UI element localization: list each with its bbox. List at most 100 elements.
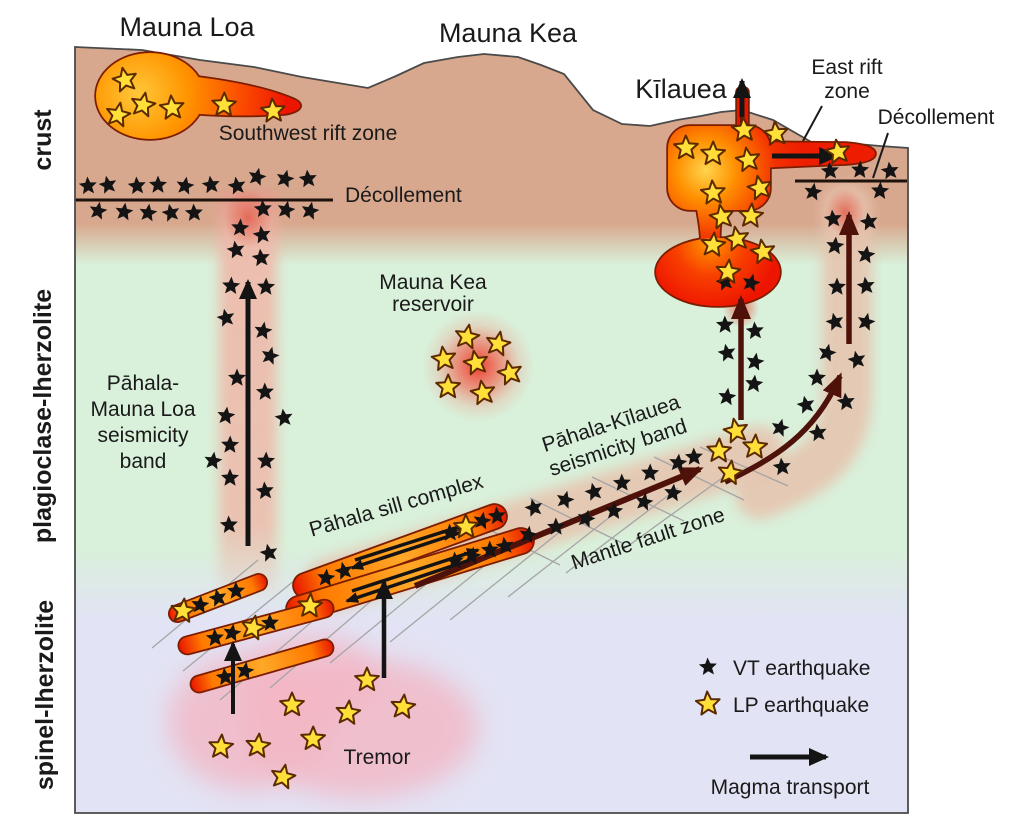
vt-earthquake-star: [276, 169, 295, 188]
mantle-fault-hatch-line: [623, 467, 737, 550]
vt-earthquake-star: [715, 272, 734, 291]
lp-earthquake-star: [722, 417, 748, 444]
vt-earthquake-star: [851, 160, 870, 178]
east-rift-pointer-line: [802, 105, 823, 142]
lp-earthquake-star: [699, 179, 726, 205]
legend-vt-earthquake-label: VT earthquake: [733, 657, 870, 680]
lp-earthquake-star: [715, 258, 742, 284]
lp-earthquake-star: [453, 513, 479, 539]
lp-earthquake-star: [279, 691, 305, 717]
vt-earthquake-star: [98, 175, 117, 194]
magma-transport-arrow: [723, 372, 843, 485]
mantle-fault-hatch-line: [507, 508, 621, 598]
vt-earthquake-star: [257, 277, 276, 295]
vt-earthquake-star: [298, 169, 317, 188]
vt-earthquake-star: [127, 176, 146, 195]
mantle-fault-hatch-line: [449, 529, 563, 621]
vt-earthquake-star: [742, 273, 761, 292]
vt-earthquake-star: [480, 540, 499, 558]
vt-earthquake-star: [746, 352, 765, 371]
vt-earthquake-star: [89, 201, 108, 220]
vt-earthquake-star: [221, 468, 239, 486]
lp-earthquake-star: [245, 732, 272, 758]
vt-earthquake-star: [115, 202, 134, 221]
vt-earthquake-star: [612, 473, 631, 491]
vt-earthquake-star: [717, 343, 736, 362]
vt-earthquake-star: [698, 657, 717, 675]
vt-earthquake-star: [317, 568, 336, 587]
lp-earthquake-star: [734, 146, 761, 173]
vt-earthquake-star: [847, 350, 866, 369]
pahala-mauna-loa-band-label-line2: Mauna Loa: [90, 398, 195, 421]
mantle-fault-hatch-line: [565, 487, 679, 574]
vt-earthquake-star: [487, 506, 506, 525]
lp-earthquake-star: [762, 120, 789, 146]
vt-earthquake-star: [216, 308, 235, 327]
vt-earthquake-star: [473, 511, 492, 530]
lp-earthquake-star: [430, 345, 457, 371]
vt-earthquake-star: [584, 482, 603, 501]
vt-earthquake-star: [519, 525, 538, 544]
lp-earthquake-star: [455, 323, 481, 350]
vt-earthquake-star: [463, 546, 482, 565]
lp-earthquake-star: [111, 66, 137, 93]
vt-earthquake-stars-layer: [78, 160, 899, 686]
legend-lp-earthquake-label: LP earthquake: [733, 694, 869, 717]
vt-earthquake-star: [796, 395, 815, 414]
vt-earthquake-star: [820, 161, 839, 180]
tremor-zone-blob: [168, 633, 478, 798]
vt-earthquake-star: [205, 628, 224, 646]
plagioclase-lherzolite-layer-label: plagioclase-lherzolite: [29, 289, 57, 543]
mauna-loa-title: Mauna Loa: [119, 12, 255, 42]
decollement-left-label: Décollement: [345, 184, 462, 207]
lp-earthquake-star: [300, 725, 326, 751]
vt-earthquake-star: [495, 536, 514, 555]
vt-earthquake-star: [252, 225, 271, 244]
lp-earthquake-star: [271, 763, 297, 790]
vt-earthquake-star: [259, 543, 278, 562]
vt-earthquake-star: [231, 218, 250, 237]
lp-earthquake-star: [706, 437, 732, 463]
lp-earthquake-star: [742, 433, 769, 459]
vt-earthquake-star: [635, 492, 654, 511]
lp-earthquake-star: [749, 238, 776, 265]
lp-earthquake-star: [131, 91, 157, 118]
lp-earthquake-star: [259, 97, 286, 123]
decollement-right-pointer-line: [872, 132, 889, 179]
vt-earthquake-star: [251, 248, 270, 267]
vt-earthquake-star: [223, 623, 242, 642]
vt-earthquake-star: [208, 588, 227, 607]
vt-earthquake-star: [255, 481, 274, 500]
vt-earthquake-star: [139, 203, 158, 222]
southwest-rift-zone-label: Southwest rift zone: [219, 122, 398, 145]
vt-earthquake-star: [215, 667, 234, 686]
lp-earthquake-star: [496, 359, 522, 386]
vt-earthquake-star: [804, 182, 823, 201]
vt-earthquake-star: [808, 423, 827, 442]
pahala-mauna-loa-band-label-line4: band: [120, 450, 167, 473]
spinel-lherzolite-layer-label: spinel-lherzolite: [31, 600, 59, 790]
vt-earthquake-star: [176, 176, 195, 195]
vt-earthquake-star: [880, 161, 899, 180]
vt-earthquake-star: [257, 451, 276, 469]
vt-earthquake-star: [836, 392, 855, 411]
vt-earthquake-star: [228, 368, 246, 386]
lp-earthquake-star: [700, 231, 727, 257]
band-top-glow-right: [825, 188, 865, 236]
vt-earthquake-star: [745, 374, 764, 393]
lp-earthquake-star: [730, 116, 757, 142]
decollement-right-label: Décollement: [878, 106, 995, 129]
lp-earthquake-star: [211, 91, 237, 117]
vt-earthquake-star: [745, 321, 764, 340]
vt-earthquake-star: [808, 368, 826, 386]
vt-earthquake-star: [546, 517, 565, 535]
vt-earthquake-star: [664, 483, 683, 502]
lp-earthquake-star: [297, 592, 324, 618]
vt-earthquake-star: [222, 276, 241, 294]
lp-earthquake-star: [241, 614, 267, 641]
vt-earthquake-star: [715, 315, 734, 333]
lp-earthquake-stars-layer: [106, 66, 851, 790]
vt-earthquake-star: [823, 209, 842, 228]
vt-earthquake-star: [334, 561, 353, 580]
